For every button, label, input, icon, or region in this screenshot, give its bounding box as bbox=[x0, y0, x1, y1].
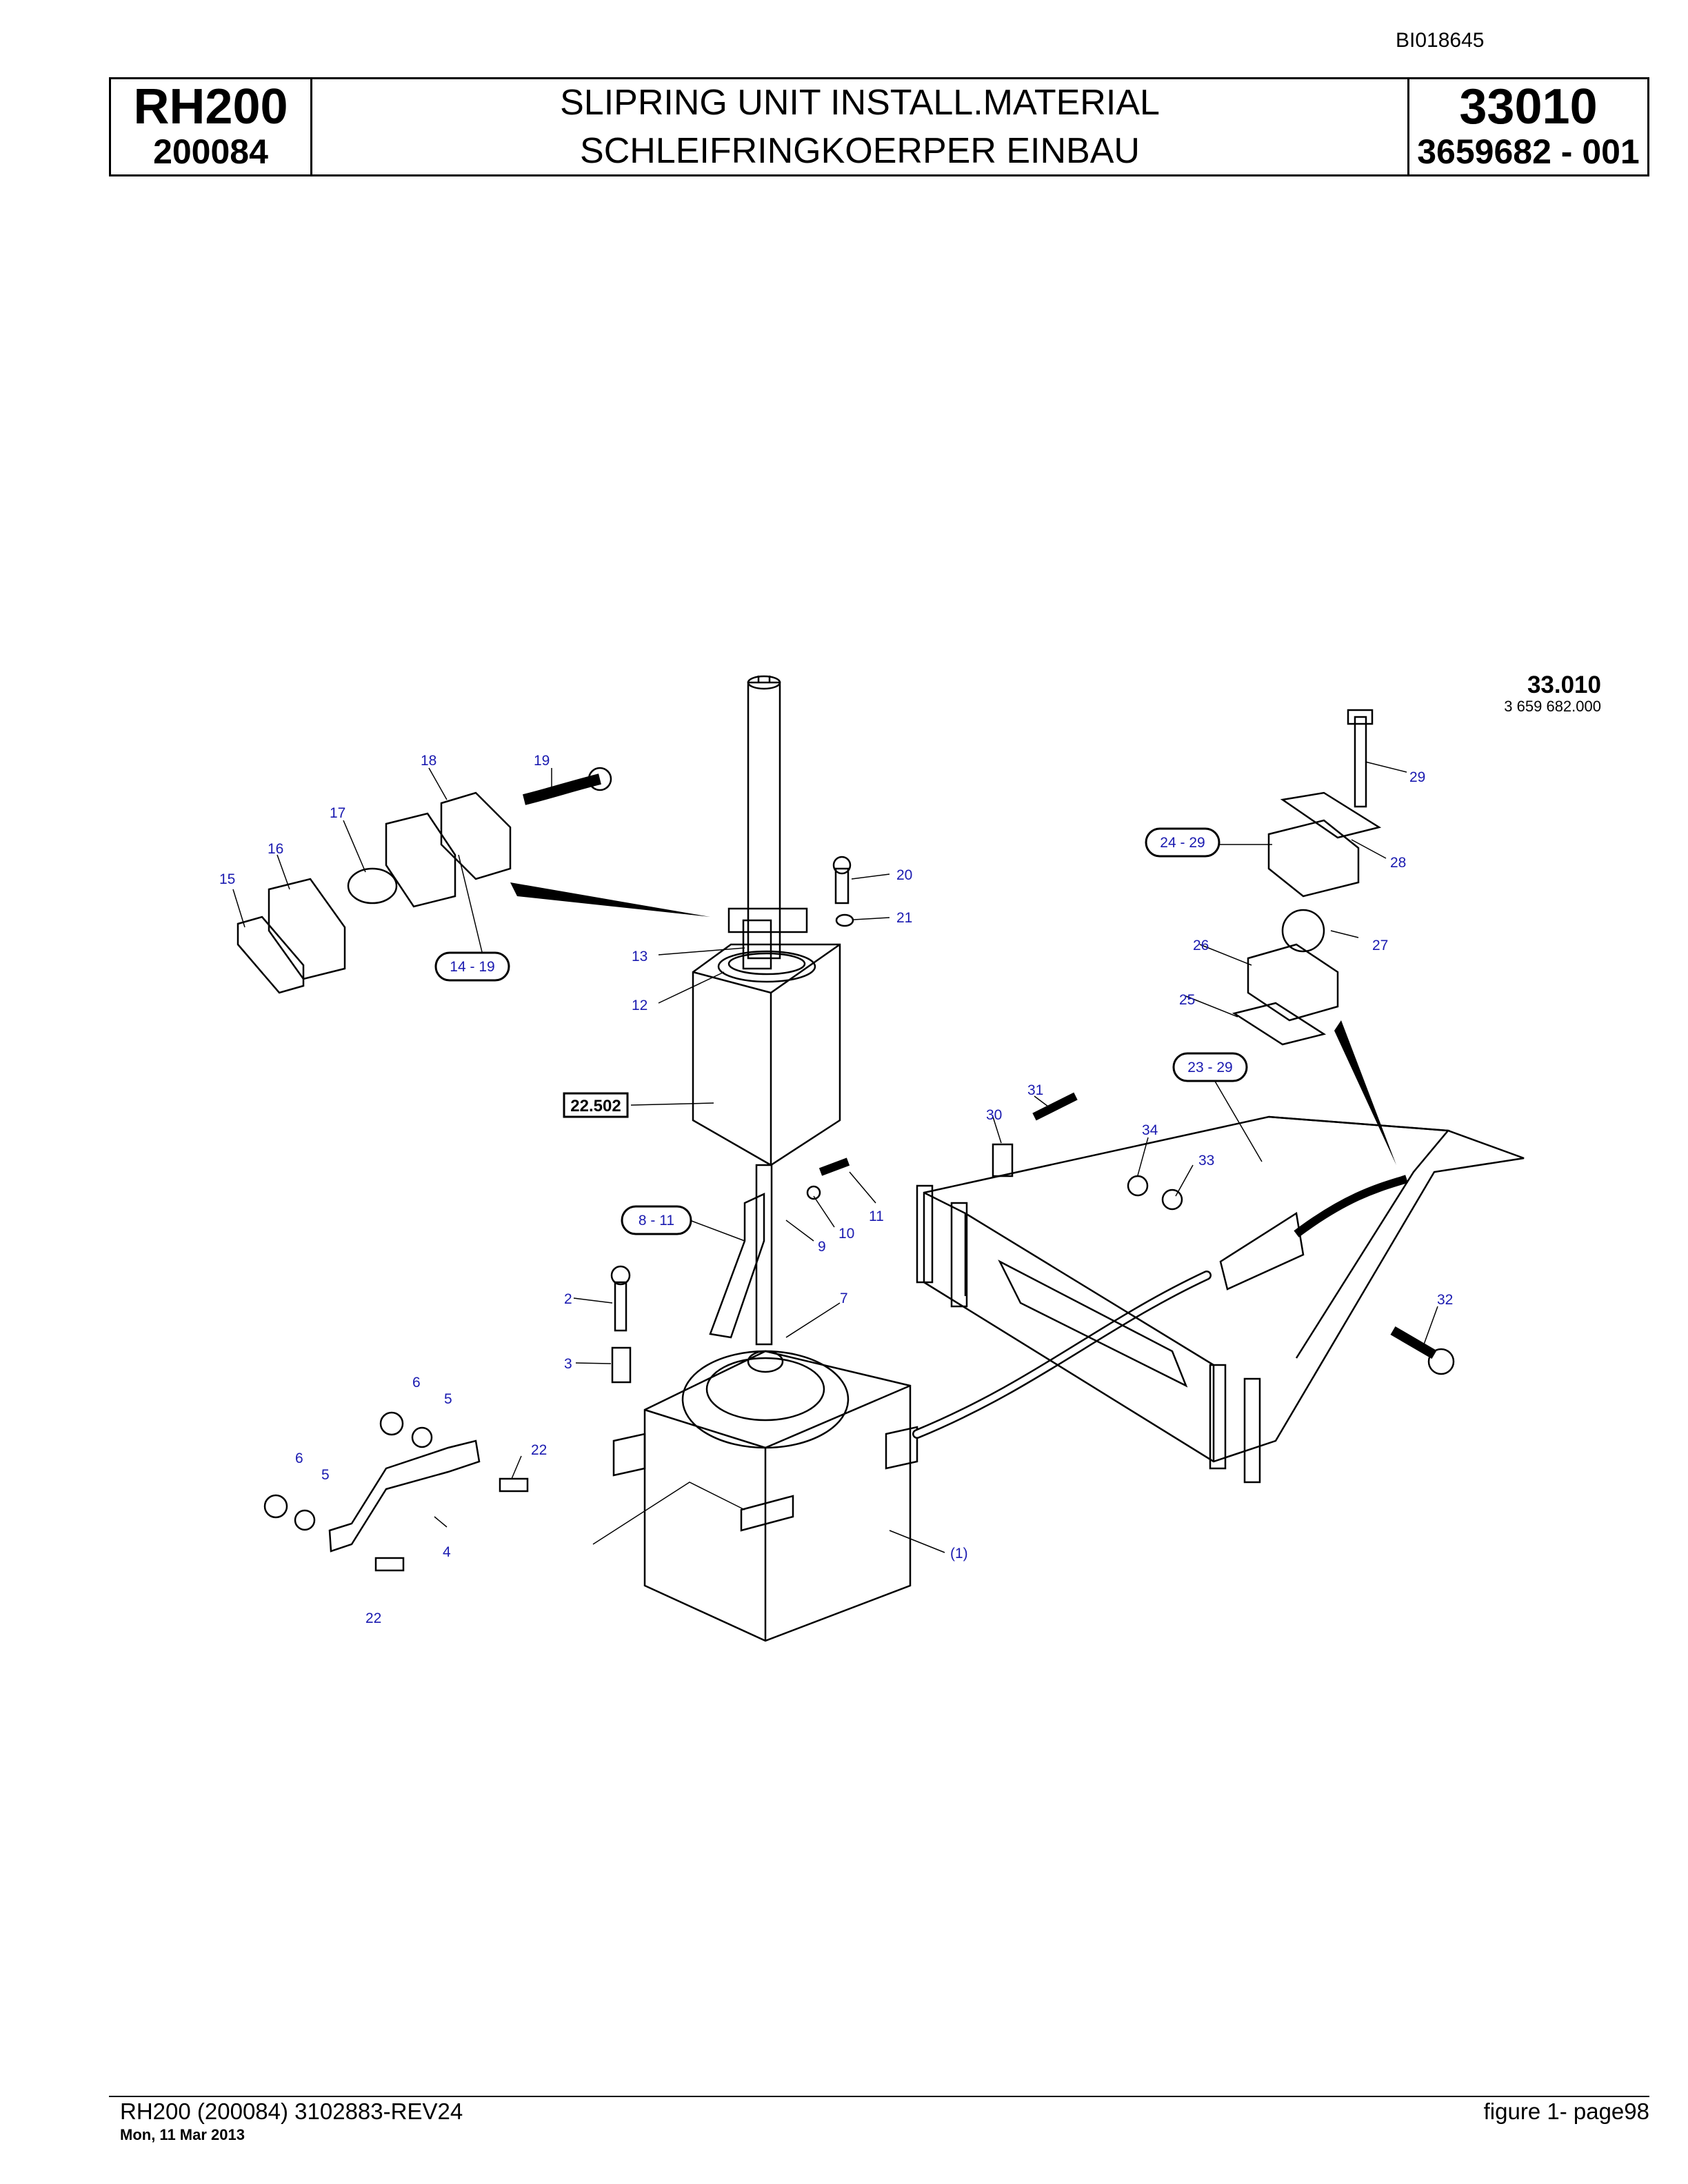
group-callouts: 14 - 19 8 - 11 24 - 29 23 - 29 bbox=[434, 827, 1248, 1235]
callout-19: 19 bbox=[534, 753, 550, 769]
title-cell: SLIPRING UNIT INSTALL.MATERIAL SCHLEIFRI… bbox=[312, 79, 1409, 174]
loose-hardware bbox=[263, 856, 1455, 1572]
pointer-arrow-left bbox=[510, 882, 710, 917]
lower-shaft bbox=[755, 1164, 773, 1346]
callout-7: 7 bbox=[840, 1291, 848, 1306]
slipring-shaft bbox=[747, 675, 781, 960]
part-number: 3659682 - 001 bbox=[1417, 132, 1640, 171]
group-8-11: 8 - 11 bbox=[639, 1213, 674, 1228]
pipe-connector bbox=[1219, 1211, 1305, 1291]
bottom-box bbox=[612, 1350, 918, 1642]
callout-11: 11 bbox=[869, 1209, 884, 1224]
callout-9: 9 bbox=[818, 1239, 826, 1255]
group-24-29: 24 - 29 bbox=[1160, 835, 1205, 851]
footer-date: Mon, 11 Mar 2013 bbox=[120, 2126, 245, 2143]
clamp-set-left bbox=[237, 767, 612, 994]
callout-5a: 5 bbox=[444, 1391, 452, 1407]
box-reference: 22.502 bbox=[563, 1092, 629, 1118]
callout-26: 26 bbox=[1193, 938, 1209, 953]
figure-ref-number: 3 659 682.000 bbox=[1504, 698, 1601, 715]
callout-2: 2 bbox=[564, 1291, 572, 1307]
callout-27: 27 bbox=[1372, 938, 1388, 953]
group-14-19: 14 - 19 bbox=[450, 959, 494, 975]
callout-22a: 22 bbox=[531, 1442, 547, 1458]
ground-strap bbox=[328, 1439, 481, 1553]
callout-18: 18 bbox=[421, 753, 436, 769]
document-id: BI018645 bbox=[1396, 29, 1485, 52]
callout-10: 10 bbox=[838, 1226, 854, 1242]
slipring-box bbox=[692, 919, 841, 1166]
title-german: SCHLEIFRINGKOERPER EINBAU bbox=[580, 131, 1140, 171]
leader-lines bbox=[232, 761, 1438, 1553]
callout-1: (1) bbox=[950, 1546, 968, 1561]
title-english: SLIPRING UNIT INSTALL.MATERIAL bbox=[560, 83, 1160, 123]
callout-4: 4 bbox=[443, 1544, 451, 1560]
callout-12: 12 bbox=[632, 998, 647, 1013]
callout-30: 30 bbox=[986, 1107, 1002, 1123]
drawing-lines bbox=[232, 675, 1525, 1642]
callout-3: 3 bbox=[564, 1356, 572, 1372]
callout-6b: 6 bbox=[295, 1450, 303, 1466]
clamp-set-right bbox=[1232, 709, 1382, 1046]
shaft-clamp bbox=[727, 907, 808, 933]
callout-28: 28 bbox=[1390, 855, 1406, 871]
callout-16: 16 bbox=[268, 841, 283, 857]
group-number: 33010 bbox=[1459, 79, 1598, 134]
callout-6a: 6 bbox=[412, 1375, 421, 1391]
model-cell: RH200 200084 bbox=[111, 79, 312, 174]
callout-31: 31 bbox=[1027, 1082, 1043, 1098]
callout-25: 25 bbox=[1179, 992, 1195, 1008]
box-reference-label: 22.502 bbox=[570, 1097, 621, 1115]
serial-number: 200084 bbox=[153, 132, 268, 171]
callout-29: 29 bbox=[1409, 769, 1425, 785]
callout-33: 33 bbox=[1198, 1153, 1214, 1169]
callout-labels: (1) 2 3 4 5 5 6 6 7 9 10 11 12 13 15 16 … bbox=[219, 753, 1453, 1626]
callout-22b: 22 bbox=[365, 1610, 381, 1626]
group-23-29: 23 - 29 bbox=[1187, 1060, 1232, 1075]
footer-page-ref: figure 1- page98 bbox=[1483, 2099, 1649, 2124]
callout-13: 13 bbox=[632, 949, 647, 964]
callout-15: 15 bbox=[219, 871, 235, 887]
callout-17: 17 bbox=[330, 805, 345, 821]
callout-5b: 5 bbox=[321, 1467, 330, 1483]
callout-34: 34 bbox=[1142, 1122, 1158, 1138]
footer-document-ref: RH200 (200084) 3102883-REV24 bbox=[120, 2099, 463, 2124]
figure-ref-title: 33.010 bbox=[1527, 671, 1601, 698]
pointer-arrow-right bbox=[1334, 1020, 1396, 1165]
callout-21: 21 bbox=[896, 910, 912, 926]
title-block: RH200 200084 SLIPRING UNIT INSTALL.MATER… bbox=[109, 77, 1649, 176]
callout-20: 20 bbox=[896, 867, 912, 883]
model-name: RH200 bbox=[133, 79, 288, 134]
frame bbox=[916, 1115, 1525, 1484]
callout-32: 32 bbox=[1437, 1292, 1453, 1308]
footer-rule bbox=[109, 2096, 1649, 2097]
group-cell: 33010 3659682 - 001 bbox=[1409, 79, 1647, 174]
